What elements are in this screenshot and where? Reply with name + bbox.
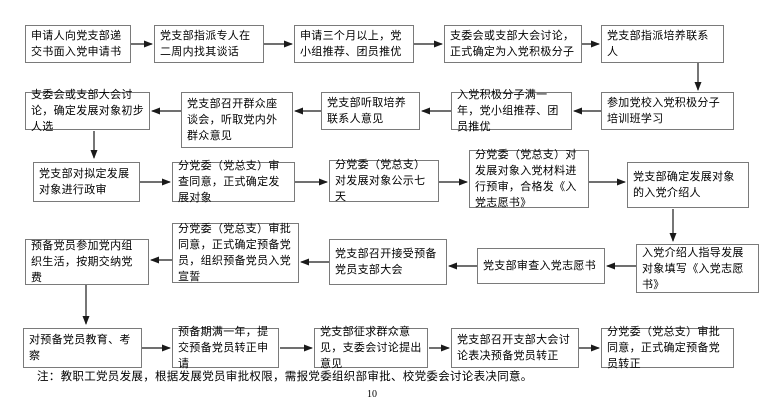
flow-step-23: 党支部征求群众意见，支委会讨论提出意见 [314, 326, 428, 370]
flow-step-5: 党支部指派培养联系人 [601, 25, 724, 63]
flow-step-3: 申请三个月以上，党小组推荐、团员推优 [294, 25, 414, 63]
flow-step-1: 申请人向党支部递交书面入党申请书 [25, 25, 131, 63]
flow-step-15: 党支部确定发展对象的入党介绍人 [627, 162, 749, 208]
flow-step-11: 党支部对拟定发展对象进行政审 [33, 162, 140, 202]
flow-step-12: 分党委（党总支）审查同意，正式确定发展对象 [172, 160, 295, 204]
flow-step-17: 分党委（党总支）审批同意，正式确定预备党员，组织预备党员入党宣誓 [172, 223, 299, 283]
flow-step-20: 入党介绍人指导发展对象填写《入党志愿书》 [636, 244, 759, 293]
footnote: 注：教职工党员发展，根据发展党员审批权限，需报党委组织部审批、校党委会讨论表决同… [37, 371, 533, 383]
flow-step-8: 党支部听取培养联系人意见 [321, 92, 420, 130]
flow-step-6: 支委会或支部大会讨论，确定发展对象初步人选 [25, 89, 150, 133]
flow-step-25: 分党委（党总支）审批同意，正式确定预备党员转正 [601, 326, 734, 370]
flow-step-4: 支委会或支部大会讨论，正式确定为入党积极分子 [444, 25, 582, 63]
flow-step-14: 分党委（党总支）对发展对象入党材料进行预审，合格发《入党志愿书》 [469, 149, 589, 209]
flow-step-21: 对预备党员教育、考察 [23, 328, 142, 368]
flow-step-9: 入党积极分子满一年，党小组推荐、团员推优 [451, 89, 572, 133]
flow-step-16: 预备党员参加党内组织生活，按期交纳党费 [25, 239, 149, 285]
flow-step-7: 党支部召开群众座谈会，听取党内外群众意见 [181, 92, 293, 148]
flow-step-2: 党支部指派专人在二周内找其谈话 [154, 25, 264, 63]
flow-step-10: 参加党校入党积极分子培训班学习 [601, 92, 734, 130]
flow-step-18: 党支部召开接受预备党员支部大会 [329, 239, 447, 285]
flow-step-22: 预备期满一年，提交预备党员转正申请 [172, 326, 279, 370]
flow-step-19: 党支部审查入党志愿书 [477, 248, 605, 284]
flow-step-24: 党支部召开支部大会讨论表决预备党员转正 [451, 328, 579, 368]
flow-step-13: 分党委（党总支）对发展对象公示七天 [329, 159, 439, 203]
page-number: 10 [367, 389, 377, 400]
